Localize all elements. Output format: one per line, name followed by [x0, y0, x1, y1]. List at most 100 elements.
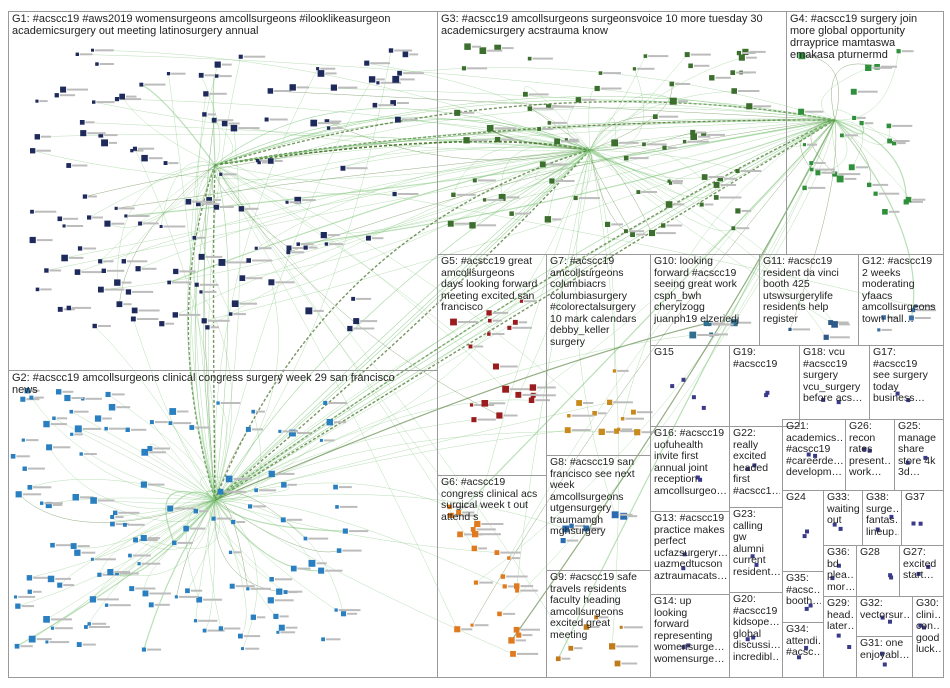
node-g1-12	[74, 269, 81, 275]
node-label-mark	[677, 100, 688, 103]
node-label-mark	[330, 120, 342, 123]
node-label-mark	[520, 585, 534, 588]
node-g4-312	[882, 209, 888, 215]
node-g3-309	[731, 226, 736, 231]
node-g3-284	[684, 52, 690, 58]
node-label-mark	[909, 200, 923, 203]
node-label-mark	[259, 489, 277, 492]
node-g2-164	[26, 575, 33, 581]
hub-edge	[214, 119, 836, 166]
node-label-mark	[477, 179, 496, 182]
node-g7-378	[576, 400, 582, 406]
node-label-mark	[36, 239, 53, 242]
node-label-mark	[503, 414, 518, 417]
node-g1-87	[285, 200, 289, 204]
node-label-mark	[512, 326, 532, 329]
node-small-17-1	[751, 635, 756, 640]
node-label-mark	[371, 237, 384, 240]
node-small-10-1	[681, 566, 686, 571]
node-label-mark	[50, 423, 67, 426]
node-g1-108	[87, 215, 92, 220]
node-g1-25	[256, 159, 260, 163]
node-g2-201	[254, 488, 258, 493]
node-g1-24	[392, 191, 397, 197]
node-label-mark	[224, 627, 241, 630]
node-small-19-0	[797, 655, 801, 660]
node-g2-229	[105, 391, 111, 397]
edge	[589, 149, 717, 198]
node-label-mark	[36, 149, 51, 152]
node-label-mark	[637, 411, 653, 414]
node-label-mark	[139, 539, 158, 541]
node-g1-14	[214, 61, 221, 68]
node-label-mark	[27, 467, 45, 470]
edge	[37, 133, 591, 151]
node-g1-57	[296, 242, 300, 246]
node-g2-188	[238, 633, 243, 639]
node-label-mark	[224, 490, 247, 493]
node-g2-224	[334, 608, 338, 612]
node-label-mark	[96, 101, 115, 104]
node-label-mark	[715, 76, 731, 79]
node-label-mark	[696, 131, 706, 134]
node-label-mark	[141, 267, 157, 270]
node-label-mark	[402, 72, 424, 75]
group-G6-label: G6: #acscc19 congress clinical acs surgi…	[441, 477, 538, 523]
node-label-mark	[489, 402, 506, 405]
hub-edge	[214, 149, 591, 501]
node-g5-352	[488, 318, 492, 323]
node-g2-130	[94, 415, 102, 422]
node-g4-320	[873, 191, 878, 196]
node-label-mark	[108, 427, 126, 430]
node-label-mark	[753, 105, 772, 108]
node-label-mark	[605, 430, 615, 433]
edge	[73, 499, 216, 549]
node-g1-102	[364, 60, 370, 66]
node-label-mark	[893, 140, 910, 142]
node-g1-113	[320, 232, 327, 239]
hub-edge	[214, 149, 591, 501]
node-label-mark	[190, 589, 203, 592]
node-g3-298	[554, 138, 560, 145]
node-g2-131	[108, 404, 116, 411]
group-G31: G31: one enjoyabl…	[856, 636, 913, 678]
node-g3-240	[653, 114, 658, 119]
node-g1-56	[114, 206, 118, 210]
hub-edge	[214, 99, 836, 166]
node-label-mark	[461, 111, 475, 114]
node-label-mark	[552, 218, 562, 221]
node-g12-412	[908, 315, 914, 321]
node-g3-290	[690, 133, 697, 140]
node-g1-101	[116, 301, 123, 308]
node-g2-146	[45, 501, 52, 509]
node-label-mark	[251, 428, 263, 431]
node-label-mark	[72, 306, 92, 309]
node-label-mark	[95, 49, 114, 52]
node-g7-381	[631, 409, 636, 415]
hub-edge	[214, 119, 836, 501]
node-label-mark	[287, 483, 297, 486]
node-small-1-0	[701, 405, 706, 410]
node-g1-80	[80, 130, 87, 137]
node-g12-409	[881, 315, 886, 320]
node-g1-90	[286, 250, 291, 255]
node-label-mark	[33, 486, 52, 489]
node-g3-256	[537, 127, 541, 131]
node-label-mark	[805, 110, 824, 113]
node-label-mark	[348, 530, 369, 533]
node-label-mark	[673, 203, 685, 206]
node-label-mark	[329, 243, 344, 246]
edge	[32, 499, 216, 640]
node-label-mark	[814, 168, 836, 171]
node-g3-302	[509, 211, 514, 216]
node-label-mark	[600, 87, 622, 90]
node-label-mark	[88, 195, 97, 198]
node-g5-348	[468, 344, 473, 349]
node-g1-17	[130, 149, 134, 153]
node-g2-168	[113, 510, 118, 515]
edge	[125, 119, 836, 217]
group-G5-label: G5: #acscc19 great amcollsurgeons days l…	[441, 256, 538, 313]
node-g8-391	[562, 525, 570, 533]
node-label-mark	[807, 143, 818, 146]
node-small-14-1	[875, 527, 880, 532]
